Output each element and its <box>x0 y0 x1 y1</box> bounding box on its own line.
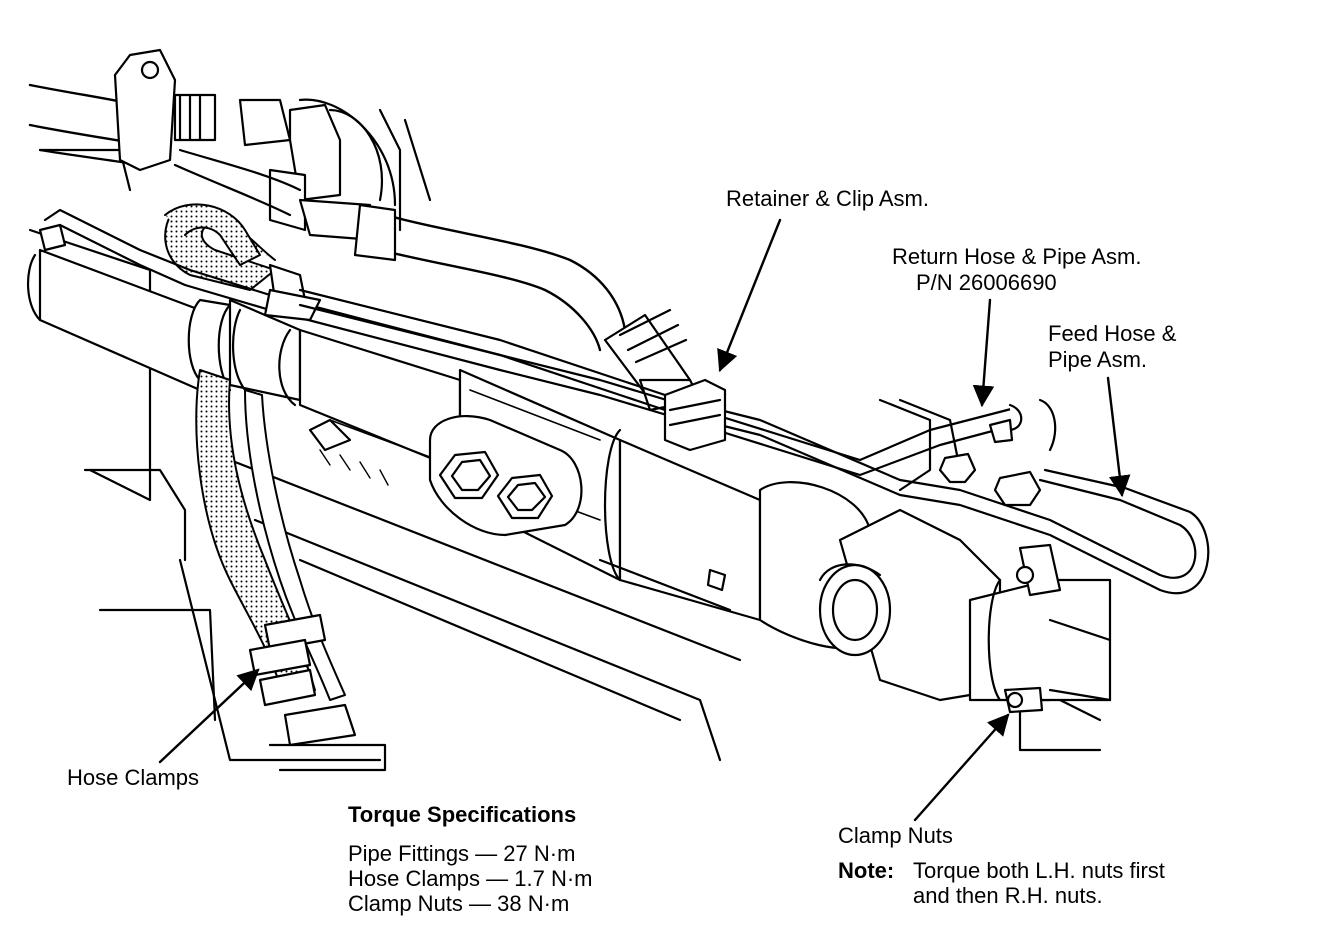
retainer-clip <box>663 378 727 452</box>
frame-background <box>28 108 1102 772</box>
feed-pipe <box>298 288 1210 595</box>
torque-spec-pipe-fittings: Pipe Fittings — 27 N·m <box>348 841 576 866</box>
torque-note: Note: Torque both L.H. nuts first and the… <box>838 858 1165 908</box>
callout-hose-clamps: Hose Clamps <box>67 765 200 790</box>
return-pipe <box>38 208 1023 477</box>
callout-return-hose-line1: Return Hose & Pipe Asm. <box>892 244 1142 269</box>
callout-clamp-nuts: Clamp Nuts <box>838 823 953 848</box>
pressure-hoses-upper <box>28 48 397 242</box>
torque-specifications: Torque Specifications Pipe Fittings — 27… <box>348 802 593 916</box>
pinion-housing <box>818 398 1112 714</box>
leader-arrows <box>158 218 1131 822</box>
torque-spec-hose-clamps: Hose Clamps — 1.7 N·m <box>348 866 593 891</box>
note-line2: and then R.H. nuts. <box>913 883 1103 908</box>
callout-feed-hose-line1: Feed Hose & <box>1048 321 1177 346</box>
mounting-bolts <box>428 415 583 537</box>
callout-retainer-clip: Retainer & Clip Asm. <box>726 186 929 211</box>
lower-hoses <box>195 369 357 747</box>
note-line1: Torque both L.H. nuts first <box>913 858 1165 883</box>
torque-specifications-title: Torque Specifications <box>348 802 577 827</box>
callout-feed-hose-line2: Pipe Asm. <box>1048 347 1148 372</box>
callout-return-hose-line2: P/N 26006690 <box>916 270 1057 295</box>
torque-spec-clamp-nuts: Clamp Nuts — 38 N·m <box>348 891 570 916</box>
note-label: Note: <box>838 858 895 883</box>
feed-hose-upper <box>353 203 702 412</box>
